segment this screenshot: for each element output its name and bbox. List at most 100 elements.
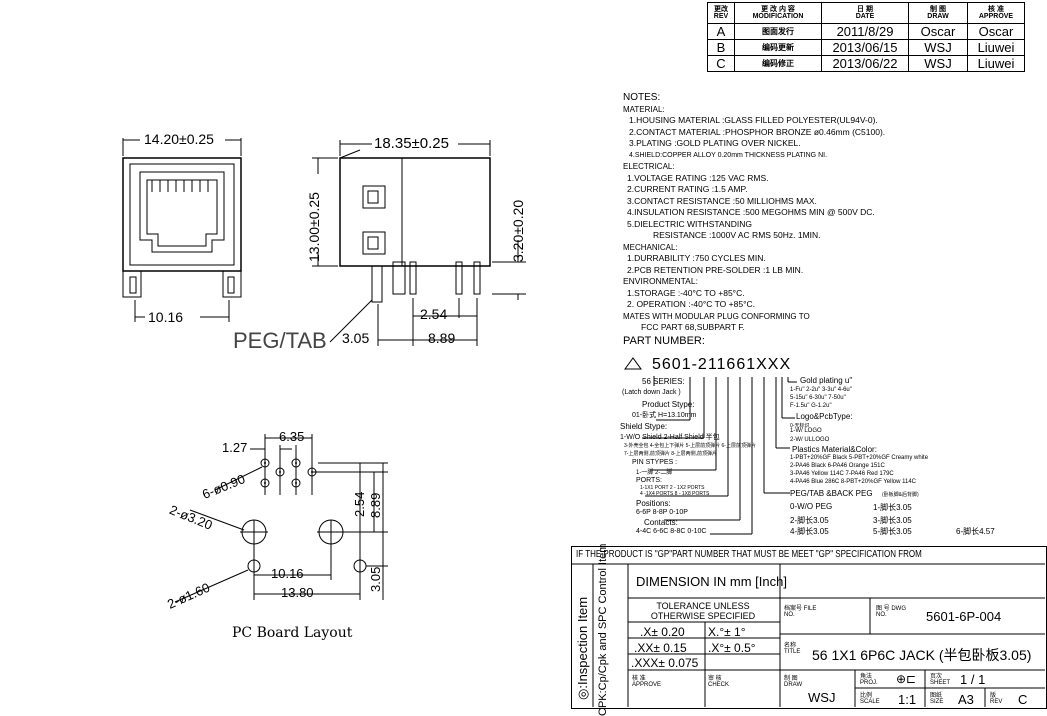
- notes-line: 4.INSULATION RESISTANCE :500 MEGOHMS MIN…: [627, 207, 875, 217]
- notes-line: 1.DURRABILITY :750 CYCLES MIN.: [627, 253, 766, 263]
- gp-notice: IF THE PRODUCT IS "GP"PART NUMBER THAT M…: [576, 549, 922, 560]
- tol-cell: X.°± 1°: [708, 625, 746, 639]
- pn-peg-l3: 4-脚长3.05: [790, 527, 829, 536]
- pn-peg-l1b: 1-脚长3.05: [873, 503, 912, 512]
- scale-value: 1:1: [898, 692, 917, 707]
- date-cell: 2013/06/22: [821, 55, 909, 72]
- pn-product-type: 01-卧式 H=13.10mm: [632, 412, 697, 419]
- size-value: A3: [958, 692, 974, 707]
- pn-plastics-l4: 4-PA46 Blue 286C 8-PBT+20%GF Yellow 114C: [790, 479, 917, 485]
- pn-shield-l3: 7-上层两侧,前顶弹片 8-上层两侧,前顶弹片: [624, 451, 718, 457]
- pn-pin-l1: 1-一脚 2-二脚: [636, 470, 673, 476]
- pn-plastics-l3: 3-PA46 Yellow 114C 7-PA46 Red 179C: [790, 471, 894, 477]
- dimension-unit: DIMENSION IN mm [Inch]: [636, 574, 787, 589]
- notes-line: 2. OPERATION :-40°C TO +85°C.: [627, 299, 755, 309]
- dim-1016: 10.16: [271, 566, 304, 581]
- dim-1380: 13.80: [281, 585, 314, 600]
- approve-cell: Liuwei: [967, 55, 1025, 72]
- pn-logo-l2: 1-W/ LOGO: [790, 428, 822, 434]
- rev-value: C: [1018, 692, 1028, 707]
- notes-line: 5.DIELECTRIC WITHSTANDING: [627, 218, 752, 229]
- draw-cell: WSJ: [908, 39, 968, 56]
- approve-cell: Oscar: [967, 23, 1025, 40]
- pn-ports-title: PORTS:: [636, 477, 662, 484]
- dim-front-bottom: 10.16: [148, 309, 184, 325]
- pn-logo-title: Logo&PcbType:: [796, 412, 853, 421]
- notes-line: RESISTANCE :1000V AC RMS 50Hz. 1MIN.: [653, 230, 821, 240]
- notes-line: MECHANICAL:: [623, 242, 678, 252]
- dim-pitch-254: 2.54: [420, 306, 448, 322]
- dwg-no-label: 图 号 DWG NO.: [876, 606, 906, 618]
- pn-peg-l3b: 5-脚长3.05: [873, 527, 912, 536]
- pn-pin-title: PIN STYPES :: [632, 459, 678, 466]
- notes-block: NOTES: MATERIAL: 1.HOUSING MATERIAL :GLA…: [623, 92, 885, 347]
- proj-label: 角法 PROJ.: [860, 674, 878, 686]
- pn-ports-l2: 4 -1X4 PORTS 8 - 1X8 PORTS: [640, 491, 710, 497]
- approve-cell: Liuwei: [967, 39, 1025, 56]
- dim-127: 1.27: [222, 440, 248, 455]
- notes-line: 2.PCB RETENTION PRE-SOLDER :1 LB MIN.: [627, 264, 804, 275]
- check-label: 审 核 CHECK: [708, 676, 730, 688]
- peg-tab-label: PEG/TAB: [233, 328, 327, 353]
- notes-line: MATES WITH MODULAR PLUG CONFORMING TO: [623, 311, 810, 321]
- notes-line: 1.VOLTAGE RATING :125 VAC RMS.: [627, 172, 769, 183]
- pn-gold-l2: 5-15u" 6-30u" 7-50u": [790, 395, 846, 401]
- drawing-title: 56 1X1 6P6C JACK (半包卧板3.05): [812, 647, 1032, 663]
- pn-logo-l3: 2-W/ ULLOGO: [790, 437, 830, 443]
- tol-cell: .XX± 0.15: [634, 641, 687, 655]
- pn-shield-l1: 1-W/O Shield 2-Half Shield 半包: [620, 434, 720, 441]
- pn-peg-title-cn: (卧板脚&后背脚): [882, 492, 919, 498]
- rev-label: 版 REV: [990, 693, 1003, 705]
- date-cell: 2011/8/29: [821, 23, 909, 40]
- tol-cell: .X± 0.20: [640, 625, 685, 639]
- notes-title: NOTES:: [623, 92, 661, 103]
- pcb-layout-caption: PC Board Layout: [232, 625, 353, 641]
- file-no-label: 档案号 FILE NO.: [784, 606, 817, 618]
- notes-line: 2.CONTACT MATERIAL :PHOSPHOR BRONZE ø0.4…: [629, 126, 886, 137]
- tol-cell: .X°± 0.5°: [708, 641, 756, 655]
- notes-line: 3.CONTACT RESISTANCE :50 MILLIOHMS MAX.: [627, 195, 817, 206]
- pn-shield-l2: 3-外壳全包 4-全包上下弹片 5-上层前顶弹片 6-上层前顶弹片: [624, 443, 756, 449]
- tol-cell: .XXX± 0.075: [631, 656, 699, 670]
- pn-contacts-l1: 4-4C 6-6C 8-8C 0-10C: [636, 528, 707, 535]
- pn-positions-l1: 6-6P 8-8P 0-10P: [636, 509, 688, 516]
- notes-line: 2.CURRENT RATING :1.5 AMP.: [627, 184, 748, 194]
- side-view: [312, 140, 526, 346]
- pn-logo-l1: 0-无标识: [790, 423, 810, 429]
- notes-line: ENVIRONMENTAL:: [623, 276, 698, 286]
- mod-cell: 编码修正: [734, 55, 822, 72]
- scale-label: 比例 SCALE: [860, 693, 880, 705]
- tolerance-title: TOLERANCE UNLESS OTHERWISE SPECIFIED: [650, 601, 756, 621]
- notes-line: 3.PLATING :GOLD PLATING OVER NICKEL.: [629, 138, 801, 148]
- dwg-no: 5601-6P-004: [926, 609, 1002, 624]
- pn-positions-title: Positions:: [636, 499, 671, 508]
- title-label: 名称 TITLE: [784, 643, 801, 655]
- pn-ports-l1: 1-1X1 PORT 2 - 1X2 PORTS: [640, 485, 705, 491]
- pn-peg-l2: 2-脚长3.05: [790, 516, 829, 525]
- notes-line: FCC PART 68,SUBPART F.: [641, 322, 745, 332]
- part-number-code: 5601-211661XXX: [652, 356, 792, 373]
- dim-span-889: 8.89: [428, 330, 456, 346]
- pn-peg-l1: 0-W/O PEG: [790, 502, 833, 511]
- pn-gold-title: Gold plating u": [800, 376, 853, 385]
- pn-gold-l3: F-1.5u" G-1.2u": [790, 403, 832, 409]
- pn-plastics-l2: 2-PA46 Black 6-PA46 Orange 151C: [790, 463, 885, 469]
- pn-shield-title: Shield Stype:: [620, 422, 668, 431]
- pcb-layout-view: [174, 434, 388, 603]
- pn-plastics-title: Plastics Material&Color:: [792, 445, 877, 454]
- approve-label: 核 准 APPROVE: [632, 676, 662, 688]
- pcb-hole-centers: [264, 462, 313, 484]
- notes-line: 4.SHIELD:COPPER ALLOY 0.20mm THICKNESS P…: [629, 151, 828, 159]
- revision-row: C 编码修正 2013/06/22 WSJ Liuwei: [707, 55, 1025, 72]
- dim-front-width: 14.20±0.25: [144, 131, 214, 147]
- pn-contacts-title: Contacts:: [644, 518, 678, 527]
- part-number-title: PART NUMBER:: [623, 334, 705, 347]
- pn-plastics-l1: 1-PBT+20%GF Black 5-PBT+20%GF Creamy whi…: [790, 455, 929, 461]
- pn-series: 56 SERIES:: [642, 377, 685, 386]
- dim-side-length: 18.35±0.25: [374, 135, 449, 152]
- notes-line: 1.STORAGE :-40°C TO +85°C.: [627, 287, 745, 298]
- revision-row: B 编码更新 2013/06/15 WSJ Liuwei: [707, 39, 1025, 56]
